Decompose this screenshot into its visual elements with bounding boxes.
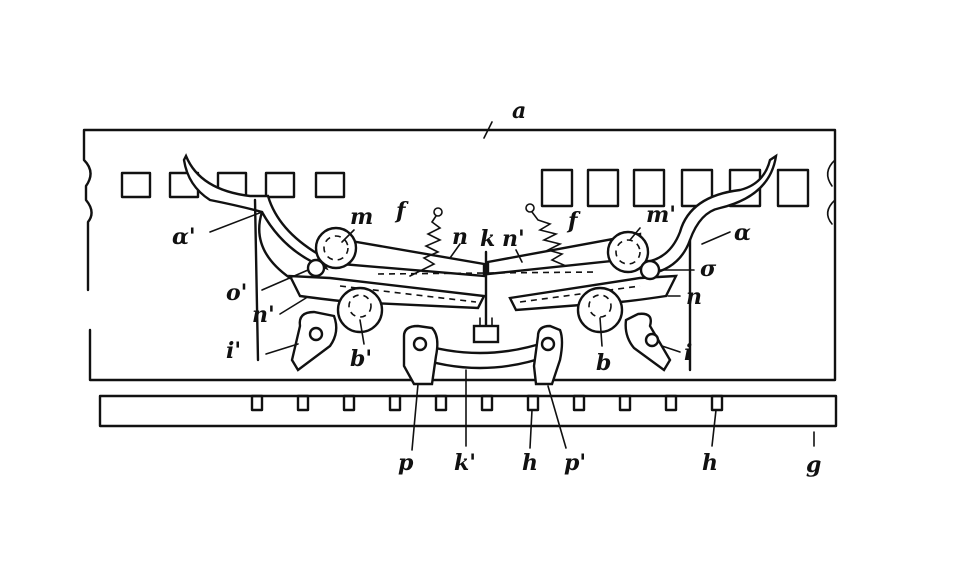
pivot-b-prime-inner [348, 294, 372, 318]
leader-a [483, 121, 493, 139]
slot [710, 394, 724, 412]
window [120, 171, 152, 199]
leader-lines [209, 121, 815, 451]
label-n-right: n [686, 284, 702, 310]
slot [434, 394, 448, 412]
left-cam-arm [182, 153, 329, 271]
label-alpha: α [734, 220, 751, 246]
leader-n-prime [515, 249, 523, 263]
label-f-right: f [566, 208, 581, 234]
label-h-left: h [522, 450, 538, 476]
slot [296, 394, 310, 412]
center-block [472, 324, 500, 344]
slot [480, 394, 494, 412]
leader-a-prime [209, 211, 263, 233]
label-f-left: f [394, 198, 409, 224]
leader-h-right [711, 409, 717, 447]
label-i-prime: i' [226, 338, 241, 364]
leader-b-prime [359, 319, 365, 345]
leader-alpha [701, 231, 731, 245]
label-n-prime-lower: n' [252, 302, 275, 328]
window [632, 168, 666, 208]
spring-right-eye [525, 203, 535, 213]
leader-i [661, 345, 681, 353]
roller-m-prime-inner [615, 239, 641, 265]
roller-sigma [639, 259, 661, 281]
label-n-prime: n' [502, 226, 525, 252]
pivot-b-prime [336, 286, 384, 334]
label-k: k [480, 226, 495, 252]
spring-left [409, 215, 442, 277]
label-o-prime: o' [226, 280, 247, 306]
roller-o-prime [306, 258, 326, 278]
pawl-p [402, 324, 439, 386]
label-i: i [684, 340, 692, 366]
spring-right [531, 211, 567, 267]
lower-slot-row [250, 394, 724, 412]
window [264, 171, 296, 199]
leader-m-prime [629, 227, 641, 241]
slot [664, 394, 678, 412]
slot [526, 394, 540, 412]
left-bracket [253, 198, 292, 362]
pivot-b-inner [588, 294, 612, 318]
leader-n [449, 243, 461, 259]
slot [618, 394, 632, 412]
slot [572, 394, 586, 412]
spring-left-eye [433, 207, 443, 217]
labels: a α' α m m' f f n k n' o' σ n' n i' b' b… [172, 98, 821, 478]
pawl-i-pin [644, 332, 660, 348]
slot [250, 394, 264, 412]
leader-m [341, 229, 355, 243]
slot [342, 394, 356, 412]
upper-bar-right-edge [826, 159, 836, 225]
label-p-prime: p' [564, 450, 586, 476]
pawl-i-prime [290, 310, 338, 372]
pivot-b [576, 286, 624, 334]
window [314, 171, 346, 199]
roller-m-prime [606, 230, 650, 274]
slot [388, 394, 402, 412]
window [586, 168, 620, 208]
pawl-p-prime [532, 324, 564, 386]
pawl-p-pin [412, 336, 428, 352]
pawl-p-prime-pin [540, 336, 556, 352]
label-p: p [398, 450, 414, 476]
window [540, 168, 574, 208]
pawl-i-prime-pin [308, 326, 324, 342]
label-a: a [512, 98, 526, 124]
roller-m-inner [323, 235, 349, 261]
label-k-prime: k' [454, 450, 476, 476]
lower-bar [98, 394, 838, 428]
leader-o-prime [261, 269, 309, 291]
label-n: n [452, 224, 468, 250]
leader-p [411, 383, 419, 451]
label-m: m [350, 204, 373, 230]
label-g: g [806, 452, 821, 478]
leader-b [599, 317, 603, 347]
window [776, 168, 810, 208]
label-m-prime: m' [646, 202, 676, 228]
label-h-right: h [702, 450, 718, 476]
leader-p-prime [547, 385, 567, 449]
label-b: b [596, 350, 611, 376]
label-b-prime: b' [350, 346, 372, 372]
label-sigma: σ [700, 256, 717, 282]
dashed-line [519, 285, 641, 303]
upper-bar [82, 128, 837, 382]
leader-h-left [529, 409, 533, 449]
leader-n-prime-lower [279, 297, 307, 315]
leader-i-prime [265, 343, 299, 355]
label-a-prime: α' [172, 224, 196, 250]
